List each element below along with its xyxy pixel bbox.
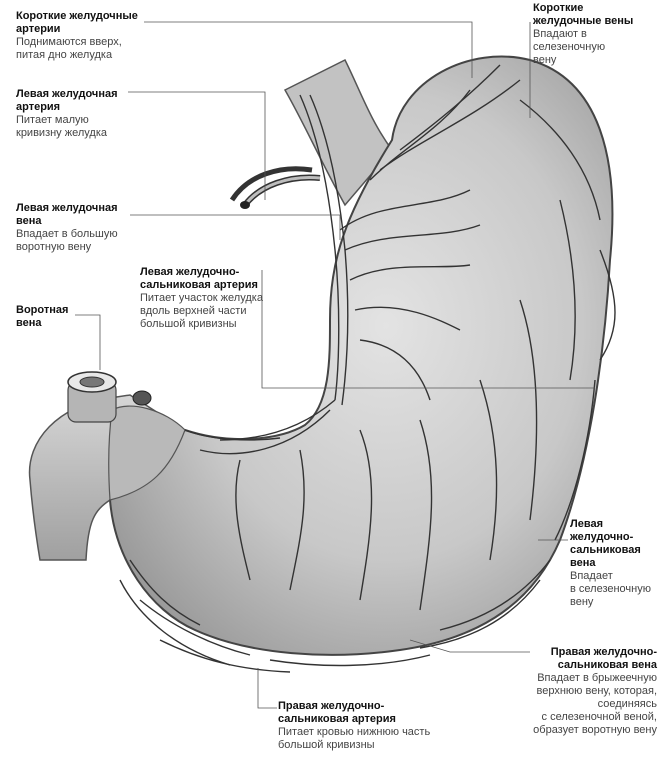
label-title: Правая желудочно- [550, 646, 657, 658]
label-left-gastric-vein: Левая желудочная вена Впадает в большую … [16, 202, 156, 254]
label-title: Левая желудочная [16, 88, 118, 100]
label-title: Левая желудочно- [140, 266, 240, 278]
label-desc: образует воротную вену [533, 724, 657, 736]
label-left-gastroepiploic-artery: Левая желудочно- сальниковая артерия Пит… [140, 266, 300, 331]
label-title: артерия [16, 101, 61, 113]
label-title: Левая [570, 518, 603, 530]
label-title: Короткие желудочные [16, 10, 138, 22]
label-title: Воротная [16, 304, 69, 316]
label-title: сальниковая [570, 544, 641, 556]
label-title: артерии [16, 23, 61, 35]
label-title: Короткие [533, 2, 584, 14]
label-title: сальниковая артерия [140, 279, 258, 291]
label-title: желудочные вены [533, 15, 634, 27]
label-desc: вдоль верхней части [140, 305, 247, 317]
label-desc: вену [570, 596, 594, 608]
label-desc: Впадает в брыжеечную [537, 672, 657, 684]
label-desc: Впадает [570, 570, 613, 582]
label-short-gastric-veins: Короткие желудочные вены Впадают в селез… [533, 2, 661, 67]
label-desc: Впадают в селезеночную [533, 28, 606, 53]
label-title: сальниковая артерия [278, 713, 396, 725]
label-left-gastroepiploic-vein: Левая желудочно- сальниковая вена Впадае… [570, 518, 662, 609]
label-desc: Питает кровью нижнюю часть [278, 726, 431, 738]
vessel-network [119, 64, 616, 673]
label-title: вена [16, 215, 42, 227]
label-desc: воротную вену [16, 241, 92, 253]
label-title: Левая желудочная [16, 202, 118, 214]
label-desc: соединяясь [597, 698, 657, 710]
label-desc: Впадает в большую [16, 228, 118, 240]
pylorus [108, 405, 186, 501]
label-right-gastroepiploic-artery: Правая желудочно- сальниковая артерия Пи… [278, 700, 458, 752]
label-desc: с селезеночной веной, [541, 711, 657, 723]
label-title: желудочно- [570, 531, 634, 543]
label-desc: большой кривизны [140, 318, 237, 330]
label-desc: вену [533, 54, 557, 66]
label-title: вена [570, 557, 596, 569]
label-desc: большой кривизны [278, 739, 375, 751]
label-desc: кривизну желудка [16, 127, 107, 139]
label-desc: питая дно желудка [16, 49, 113, 61]
cut-vessels [229, 166, 321, 209]
label-desc: Поднимаются вверх, [16, 36, 122, 48]
label-portal-vein: Воротная вена [16, 304, 96, 330]
label-desc: верхнюю вену, которая, [536, 685, 657, 697]
label-title: вена [16, 317, 42, 329]
label-desc: Питает участок желудка [140, 292, 263, 304]
label-left-gastric-artery: Левая желудочная артерия Питает малую кр… [16, 88, 156, 140]
label-desc: в селезеночную [570, 583, 651, 595]
portal-vein-stump [67, 371, 152, 423]
label-right-gastroepiploic-vein: Правая желудочно- сальниковая вена Впада… [512, 646, 657, 737]
label-title: Правая желудочно- [278, 700, 385, 712]
leader-lines [75, 21, 595, 709]
label-desc: Питает малую [16, 114, 89, 126]
label-short-gastric-arteries: Короткие желудочные артерии Поднимаются … [16, 10, 166, 62]
label-title: сальниковая вена [557, 659, 657, 671]
esophagus [283, 58, 393, 207]
